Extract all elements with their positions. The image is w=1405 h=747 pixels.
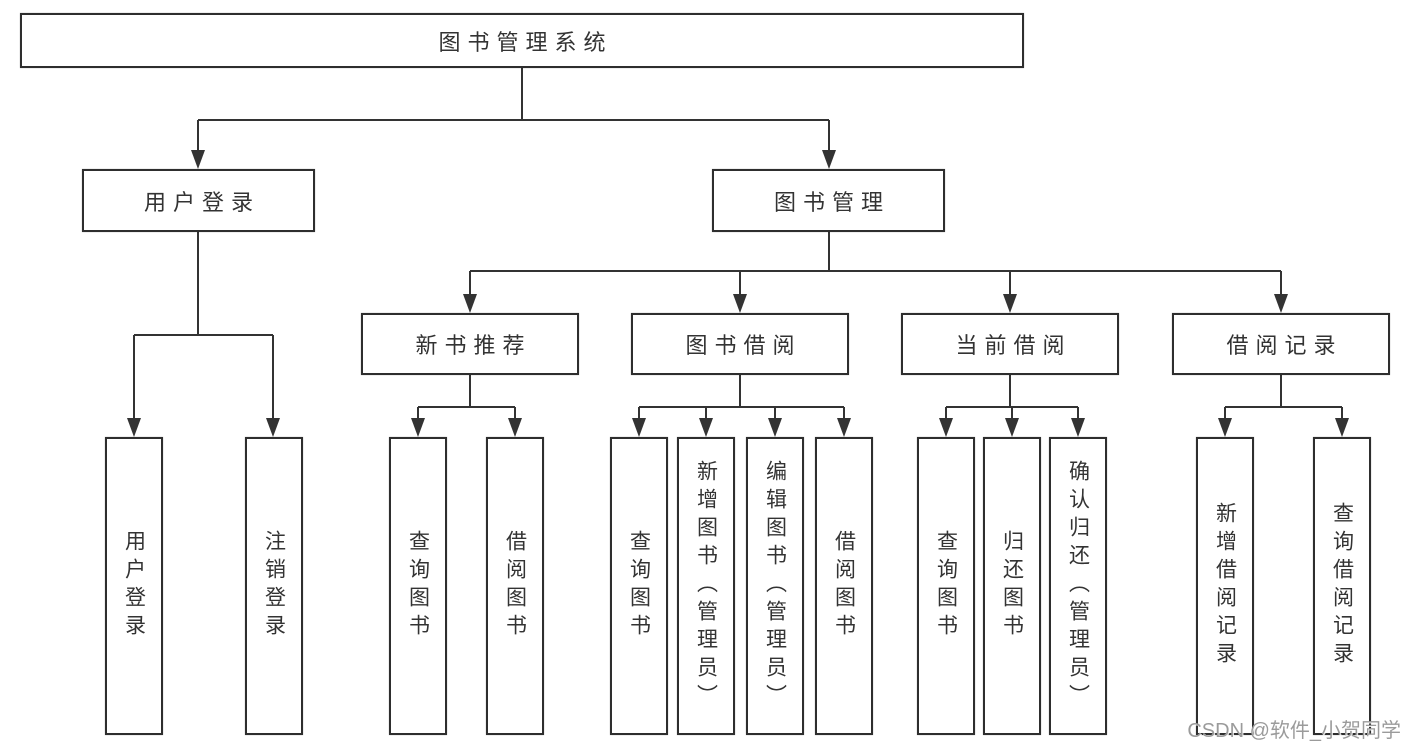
node-book-borrow: 图书借阅 [631, 313, 849, 375]
leaf-logout: 注销登录 [245, 437, 303, 735]
leaf-br-query-record-label: 查询借阅记录 [1330, 502, 1354, 670]
node-current-borrow-label: 当前借阅 [955, 333, 1072, 358]
leaf-bb-edit-books-admin-label: 编辑图书（管理员） [763, 460, 787, 712]
leaf-bb-add-books-admin-label: 新增图书（管理员） [694, 460, 718, 712]
node-new-book-recommend-label: 新书推荐 [415, 333, 532, 358]
leaf-nbr-borrow-books: 借阅图书 [486, 437, 544, 735]
tree-branch-lines [133, 68, 1343, 420]
leaf-logout-label: 注销登录 [262, 530, 286, 642]
node-current-borrow: 当前借阅 [901, 313, 1119, 375]
leaf-bb-borrow-books: 借阅图书 [815, 437, 873, 735]
node-new-book-recommend: 新书推荐 [361, 313, 579, 375]
leaf-cb-return-books: 归还图书 [983, 437, 1041, 735]
leaf-cb-query-books-label: 查询图书 [934, 530, 958, 642]
leaf-nbr-borrow-books-label: 借阅图书 [503, 530, 527, 642]
leaf-nbr-query-books-label: 查询图书 [406, 530, 430, 642]
leaf-nbr-query-books: 查询图书 [389, 437, 447, 735]
node-book-management: 图书管理 [712, 169, 945, 232]
node-book-borrow-label: 图书借阅 [685, 333, 802, 358]
node-borrow-records: 借阅记录 [1172, 313, 1390, 375]
leaf-bb-edit-books-admin: 编辑图书（管理员） [746, 437, 804, 735]
leaf-br-query-record: 查询借阅记录 [1313, 437, 1371, 735]
node-user-login-label: 用户登录 [143, 189, 260, 215]
leaf-user-login: 用户登录 [105, 437, 163, 735]
watermark-text: CSDN @软件_小贺同学 [1187, 720, 1401, 742]
leaf-cb-confirm-return-admin-label: 确认归还（管理员） [1066, 460, 1090, 712]
leaf-cb-return-books-label: 归还图书 [1000, 530, 1024, 642]
leaf-br-add-record-label: 新增借阅记录 [1213, 502, 1237, 670]
leaf-bb-query-books: 查询图书 [610, 437, 668, 735]
leaf-user-login-label: 用户登录 [122, 530, 146, 642]
leaf-bb-add-books-admin: 新增图书（管理员） [677, 437, 735, 735]
leaf-cb-confirm-return-admin: 确认归还（管理员） [1049, 437, 1107, 735]
node-book-management-label: 图书管理 [773, 189, 890, 215]
leaf-bb-query-books-label: 查询图书 [627, 530, 651, 642]
leaf-bb-borrow-books-label: 借阅图书 [832, 530, 856, 642]
leaf-br-add-record: 新增借阅记录 [1196, 437, 1254, 735]
node-root: 图书管理系统 [20, 13, 1024, 68]
node-user-login: 用户登录 [82, 169, 315, 232]
node-borrow-records-label: 借阅记录 [1226, 333, 1343, 358]
node-root-label: 图书管理系统 [438, 29, 613, 55]
leaf-cb-query-books: 查询图书 [917, 437, 975, 735]
